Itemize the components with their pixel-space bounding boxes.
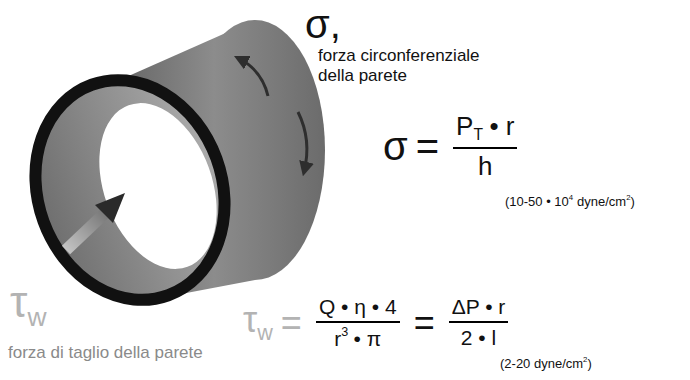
range-label: (2-20 dyne/cm [500, 356, 583, 371]
text-row: τw=Q • η • 4r3• π=ΔP • r2 • l [243, 295, 514, 350]
range-label: dyne/cm [577, 194, 626, 209]
vessel-lumen [78, 87, 238, 286]
formula-term: r [334, 327, 341, 350]
formula-operator: = [281, 303, 302, 343]
description-group: forza circonferenziale della parete [318, 46, 498, 85]
text-line: τw [10, 278, 46, 332]
range-label: ) [587, 356, 591, 371]
text-line: σ, [305, 2, 341, 46]
fraction: PT • r h [453, 112, 517, 180]
fraction-bar [449, 321, 509, 323]
text-row: σ= PT • r h [383, 112, 523, 180]
denominator: r3 • π [331, 326, 384, 350]
formula-term: Q • η • 4 [319, 295, 397, 318]
symbol-label: w [27, 302, 46, 332]
circumferential-arrow [238, 58, 268, 96]
flow-arrow-head [95, 193, 125, 223]
numerator: PT • r [453, 112, 517, 144]
formula-term: 3 [341, 325, 348, 339]
symbol-label: σ, [305, 2, 341, 46]
flow-arrow [66, 214, 104, 250]
formula-operator: = [414, 303, 435, 343]
description-label: forza circonferenziale della parete [318, 46, 480, 85]
formula-term: T [473, 126, 483, 143]
range-label: 4 [569, 193, 573, 202]
range-label: (10-50 • 10 [505, 194, 569, 209]
range-label: 2 [626, 193, 630, 202]
text-wrap: forza circonferenziale della parete [318, 46, 498, 85]
range-group: (10-50 • 104 dyne/cm2) [505, 194, 635, 209]
fraction-bar [316, 321, 400, 323]
formula-symbol: τ [243, 299, 257, 340]
denominator: h [475, 152, 495, 181]
fraction: ΔP • r 2 • l [449, 295, 509, 349]
text-line: τw [243, 300, 273, 344]
fraction-bar [453, 147, 517, 149]
numerator: ΔP • r [449, 295, 509, 318]
range-label: ) [631, 194, 635, 209]
formula-term: ΔP • r [452, 295, 506, 318]
text-line: (2-20 dyne/cm2) [500, 356, 592, 371]
text-line: (10-50 • 104 dyne/cm2) [505, 194, 635, 209]
formula-symbol: σ [383, 124, 408, 168]
formula-term: • π [354, 327, 382, 350]
formula-group: σ= PT • r h [383, 112, 523, 180]
text-line: forza di taglio della parete [8, 344, 203, 363]
formula-term: h [478, 151, 492, 181]
tau-heading: τw [10, 278, 46, 332]
circumferential-arrow [298, 112, 307, 172]
sigma-heading: σ, [305, 2, 341, 46]
vessel-wall-ring [5, 53, 255, 326]
range-label: 2 [583, 355, 587, 364]
range-group: (2-20 dyne/cm2) [500, 356, 592, 371]
formula-term: P [456, 111, 473, 141]
formula-term: 2 • l [461, 326, 496, 349]
symbol-label: τ [10, 277, 27, 326]
description-group: forza di taglio della parete [8, 344, 203, 363]
description-label: forza di taglio della parete [8, 343, 203, 362]
formula-group: τw=Q • η • 4r3• π=ΔP • r2 • l [243, 295, 514, 350]
formula-term: • r [489, 111, 514, 141]
fraction: Q • η • 4 r3 • π [316, 295, 400, 350]
formula-symbol: w [257, 320, 273, 345]
formula-operator: = [416, 124, 439, 168]
denominator: 2 • l [458, 326, 499, 349]
numerator: Q • η • 4 [316, 295, 400, 318]
